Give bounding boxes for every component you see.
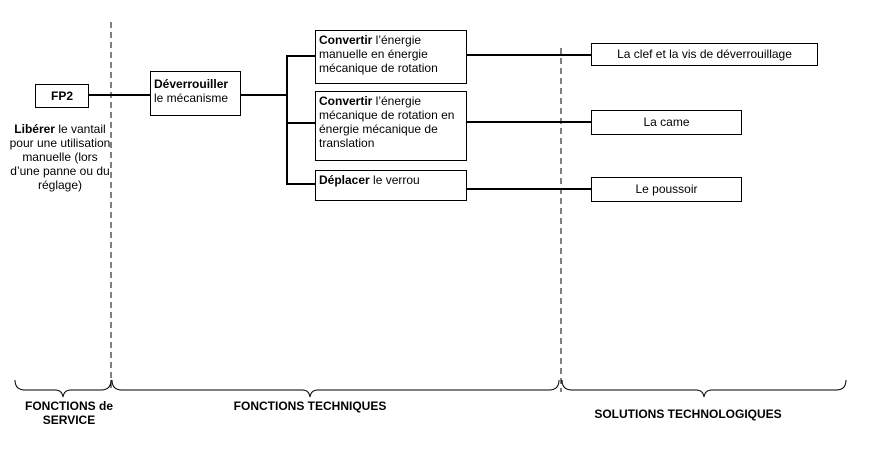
ft-sub-verb-3: Déplacer bbox=[319, 173, 370, 187]
ft-sub-text-2: l’énergie mécanique de rotation en énerg… bbox=[319, 94, 455, 150]
fp-code-box: FP2 bbox=[35, 84, 89, 108]
ft-sub-text-1: l’énergie manuelle en énergie mécanique … bbox=[319, 33, 438, 75]
ft-sub-box-3: Déplacer le verrou bbox=[315, 170, 467, 201]
ft-main-box: Déverrouiller le mécanisme bbox=[150, 71, 241, 116]
solution-3: Le poussoir bbox=[635, 182, 698, 196]
fp-verb: Libérer bbox=[14, 122, 55, 136]
section-label-techniques: FONCTIONS TECHNIQUES bbox=[233, 399, 387, 413]
ft-sub-box-1: Convertir l’énergie manuelle en énergie … bbox=[315, 30, 467, 84]
brace-service bbox=[14, 379, 112, 398]
solution-1: La clef et la vis de déverrouillage bbox=[617, 47, 792, 61]
ft-sub-text-3: le verrou bbox=[369, 173, 420, 187]
fp-code: FP2 bbox=[50, 89, 73, 103]
solution-box-3: Le poussoir bbox=[591, 177, 742, 202]
fp-description: Libérer le vantail pour une utilisation … bbox=[6, 122, 114, 192]
section-label-solutions: SOLUTIONS TECHNOLOGIQUES bbox=[594, 407, 782, 421]
brace-techniques bbox=[111, 379, 560, 398]
fp-text: le vantail pour une utilisation manuelle… bbox=[9, 122, 111, 192]
brace-solutions bbox=[561, 379, 847, 398]
ft-main-verb: Déverrouiller bbox=[154, 77, 229, 91]
solution-2: La came bbox=[643, 115, 690, 129]
ft-main-text: le mécanisme bbox=[154, 91, 229, 105]
ft-sub-verb-1: Convertir bbox=[319, 33, 373, 47]
ft-sub-verb-2: Convertir bbox=[319, 94, 373, 108]
solution-box-2: La came bbox=[591, 110, 742, 135]
solution-box-1: La clef et la vis de déverrouillage bbox=[591, 43, 818, 66]
section-label-service: FONCTIONS de SERVICE bbox=[24, 399, 113, 427]
ft-sub-box-2: Convertir l’énergie mécanique de rotatio… bbox=[315, 91, 467, 161]
